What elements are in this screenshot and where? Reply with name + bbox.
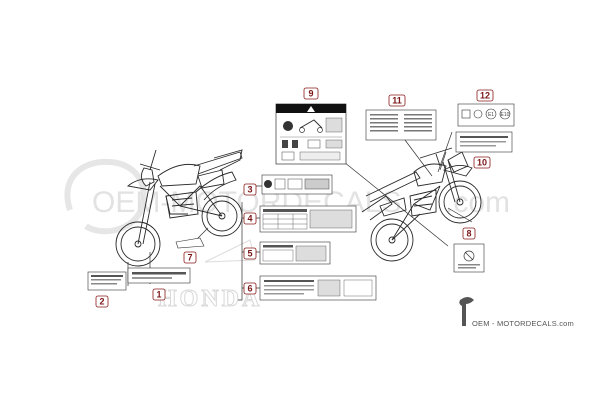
rider-silhouette-icon: [459, 297, 474, 326]
recycle-icon: [473, 109, 483, 119]
svg-text:5: 5: [247, 249, 252, 259]
e1-mark: E1: [488, 112, 494, 118]
engine-right: [409, 189, 437, 217]
watermark-logo-icon: [64, 158, 147, 235]
label-8-sticker: [453, 243, 485, 273]
frame-right: [391, 185, 441, 241]
callouts: 1 2 3 4 5 6 7 8: [95, 87, 494, 308]
front-fender: [126, 178, 159, 191]
front-fender-right: [442, 165, 473, 177]
svg-text:3: 3: [247, 185, 252, 195]
swingarm-right: [391, 213, 421, 241]
rear-wheel-right: [370, 218, 414, 262]
label-9-sticker: [275, 103, 347, 165]
seat-right: [365, 171, 421, 203]
number-plate-right: [447, 151, 469, 173]
callout-12[interactable]: 12: [476, 89, 494, 102]
side-cover-right: [379, 197, 407, 217]
label-3-sticker: [261, 174, 333, 195]
motorcycle-icon: [299, 119, 323, 129]
label-5-sticker: [259, 241, 331, 265]
svg-text:2: 2: [99, 297, 104, 307]
label-4-sticker: [259, 205, 357, 233]
svg-text:4: 4: [247, 214, 252, 224]
front-wheel: [115, 221, 161, 267]
callout-11[interactable]: 11: [388, 94, 406, 107]
callout-2[interactable]: 2: [95, 295, 109, 308]
callout-8[interactable]: 8: [462, 227, 476, 240]
handlebar: [139, 149, 161, 171]
svg-text:7: 7: [187, 253, 192, 263]
callout-1[interactable]: 1: [152, 288, 166, 301]
footer-text: OEM - MOTORDECALS.com: [472, 319, 574, 328]
callout-3[interactable]: 3: [243, 183, 257, 196]
svg-text:1: 1: [156, 290, 161, 300]
label-1-sticker: [127, 267, 191, 284]
svg-text:10: 10: [477, 158, 487, 168]
label-11-sticker: [365, 109, 437, 141]
label-7-sticker: [175, 237, 205, 249]
svg-text:11: 11: [392, 96, 402, 106]
callout-4[interactable]: 4: [243, 212, 257, 225]
label-6-sticker: [259, 275, 377, 301]
motorcycle-right: [361, 147, 482, 262]
handlebar-right: [419, 147, 453, 167]
book-icon: [461, 109, 471, 119]
tank: [157, 163, 201, 187]
headlight: [141, 167, 155, 187]
svg-text:8: 8: [466, 229, 471, 239]
label-10-sticker: [455, 131, 513, 153]
warning-triangle-icon: [307, 106, 315, 112]
footer-logo: OEM - MOTORDECALS.com: [459, 297, 574, 328]
callout-9[interactable]: 9: [303, 87, 319, 100]
callout-5[interactable]: 5: [243, 247, 257, 260]
engine: [165, 191, 199, 219]
callout-7[interactable]: 7: [183, 251, 197, 264]
svg-text:6: 6: [247, 284, 252, 294]
exhaust: [195, 171, 237, 201]
callout-6[interactable]: 6: [243, 282, 257, 295]
rear-fender-right: [361, 195, 393, 221]
e10-mark: E10: [501, 112, 510, 118]
side-cover: [197, 169, 225, 189]
tank-right: [413, 163, 447, 187]
front-fork: [137, 181, 156, 245]
front-wheel-right: [438, 180, 482, 224]
label-2-sticker: [87, 271, 127, 291]
brand-watermark: HONDA: [158, 286, 262, 312]
svg-text:12: 12: [480, 91, 490, 101]
rear-fender: [213, 149, 243, 171]
motorcycle-left: [115, 149, 243, 267]
callout-10[interactable]: 10: [473, 156, 491, 169]
label-12-sticker: E1 E10: [457, 103, 515, 127]
svg-text:9: 9: [308, 89, 313, 99]
